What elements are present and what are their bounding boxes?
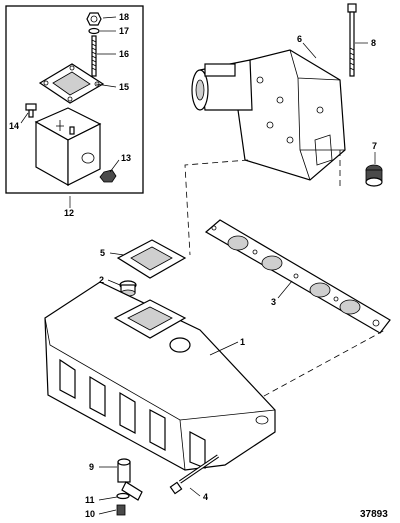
callout-18: 18 (119, 12, 129, 22)
o-ring (116, 492, 130, 500)
cap-part (365, 164, 383, 187)
alignment-line (184, 159, 249, 256)
callout-5: 5 (100, 248, 105, 258)
stud-part (91, 35, 97, 77)
manifold-gasket (204, 219, 391, 334)
callout-3: 3 (271, 297, 276, 307)
callout-17: 17 (119, 26, 129, 36)
bolt-part (347, 3, 357, 77)
callout-2: 2 (99, 275, 104, 285)
callout-8: 8 (371, 38, 376, 48)
callout-14: 14 (9, 121, 19, 131)
washer-part (88, 27, 100, 35)
nut-part (86, 12, 102, 26)
callout-12: 12 (64, 208, 74, 218)
exhaust-elbow-assembly (191, 49, 346, 181)
callout-10: 10 (85, 509, 95, 519)
elbow-fitting (117, 458, 143, 501)
callout-15: 15 (119, 82, 129, 92)
callout-16: 16 (119, 49, 129, 59)
callout-9: 9 (89, 462, 94, 472)
callout-6: 6 (297, 34, 302, 44)
callout-4: 4 (203, 492, 208, 502)
callout-7: 7 (372, 141, 377, 151)
nipple-fitting (116, 504, 126, 516)
callout-1: 1 (240, 337, 245, 347)
callout-13: 13 (121, 153, 131, 163)
manifold-bolt (169, 454, 219, 495)
callout-11: 11 (85, 495, 95, 505)
gasket-part (38, 63, 105, 104)
kit-inset-box (5, 5, 144, 194)
exhaust-manifold (44, 281, 276, 471)
leader-lines (20, 16, 376, 515)
screw-part (25, 103, 37, 118)
upper-gasket (116, 239, 187, 279)
exhaust-elbow-block (34, 107, 102, 187)
plug-part (99, 169, 117, 183)
figure-number: 37893 (360, 509, 388, 520)
